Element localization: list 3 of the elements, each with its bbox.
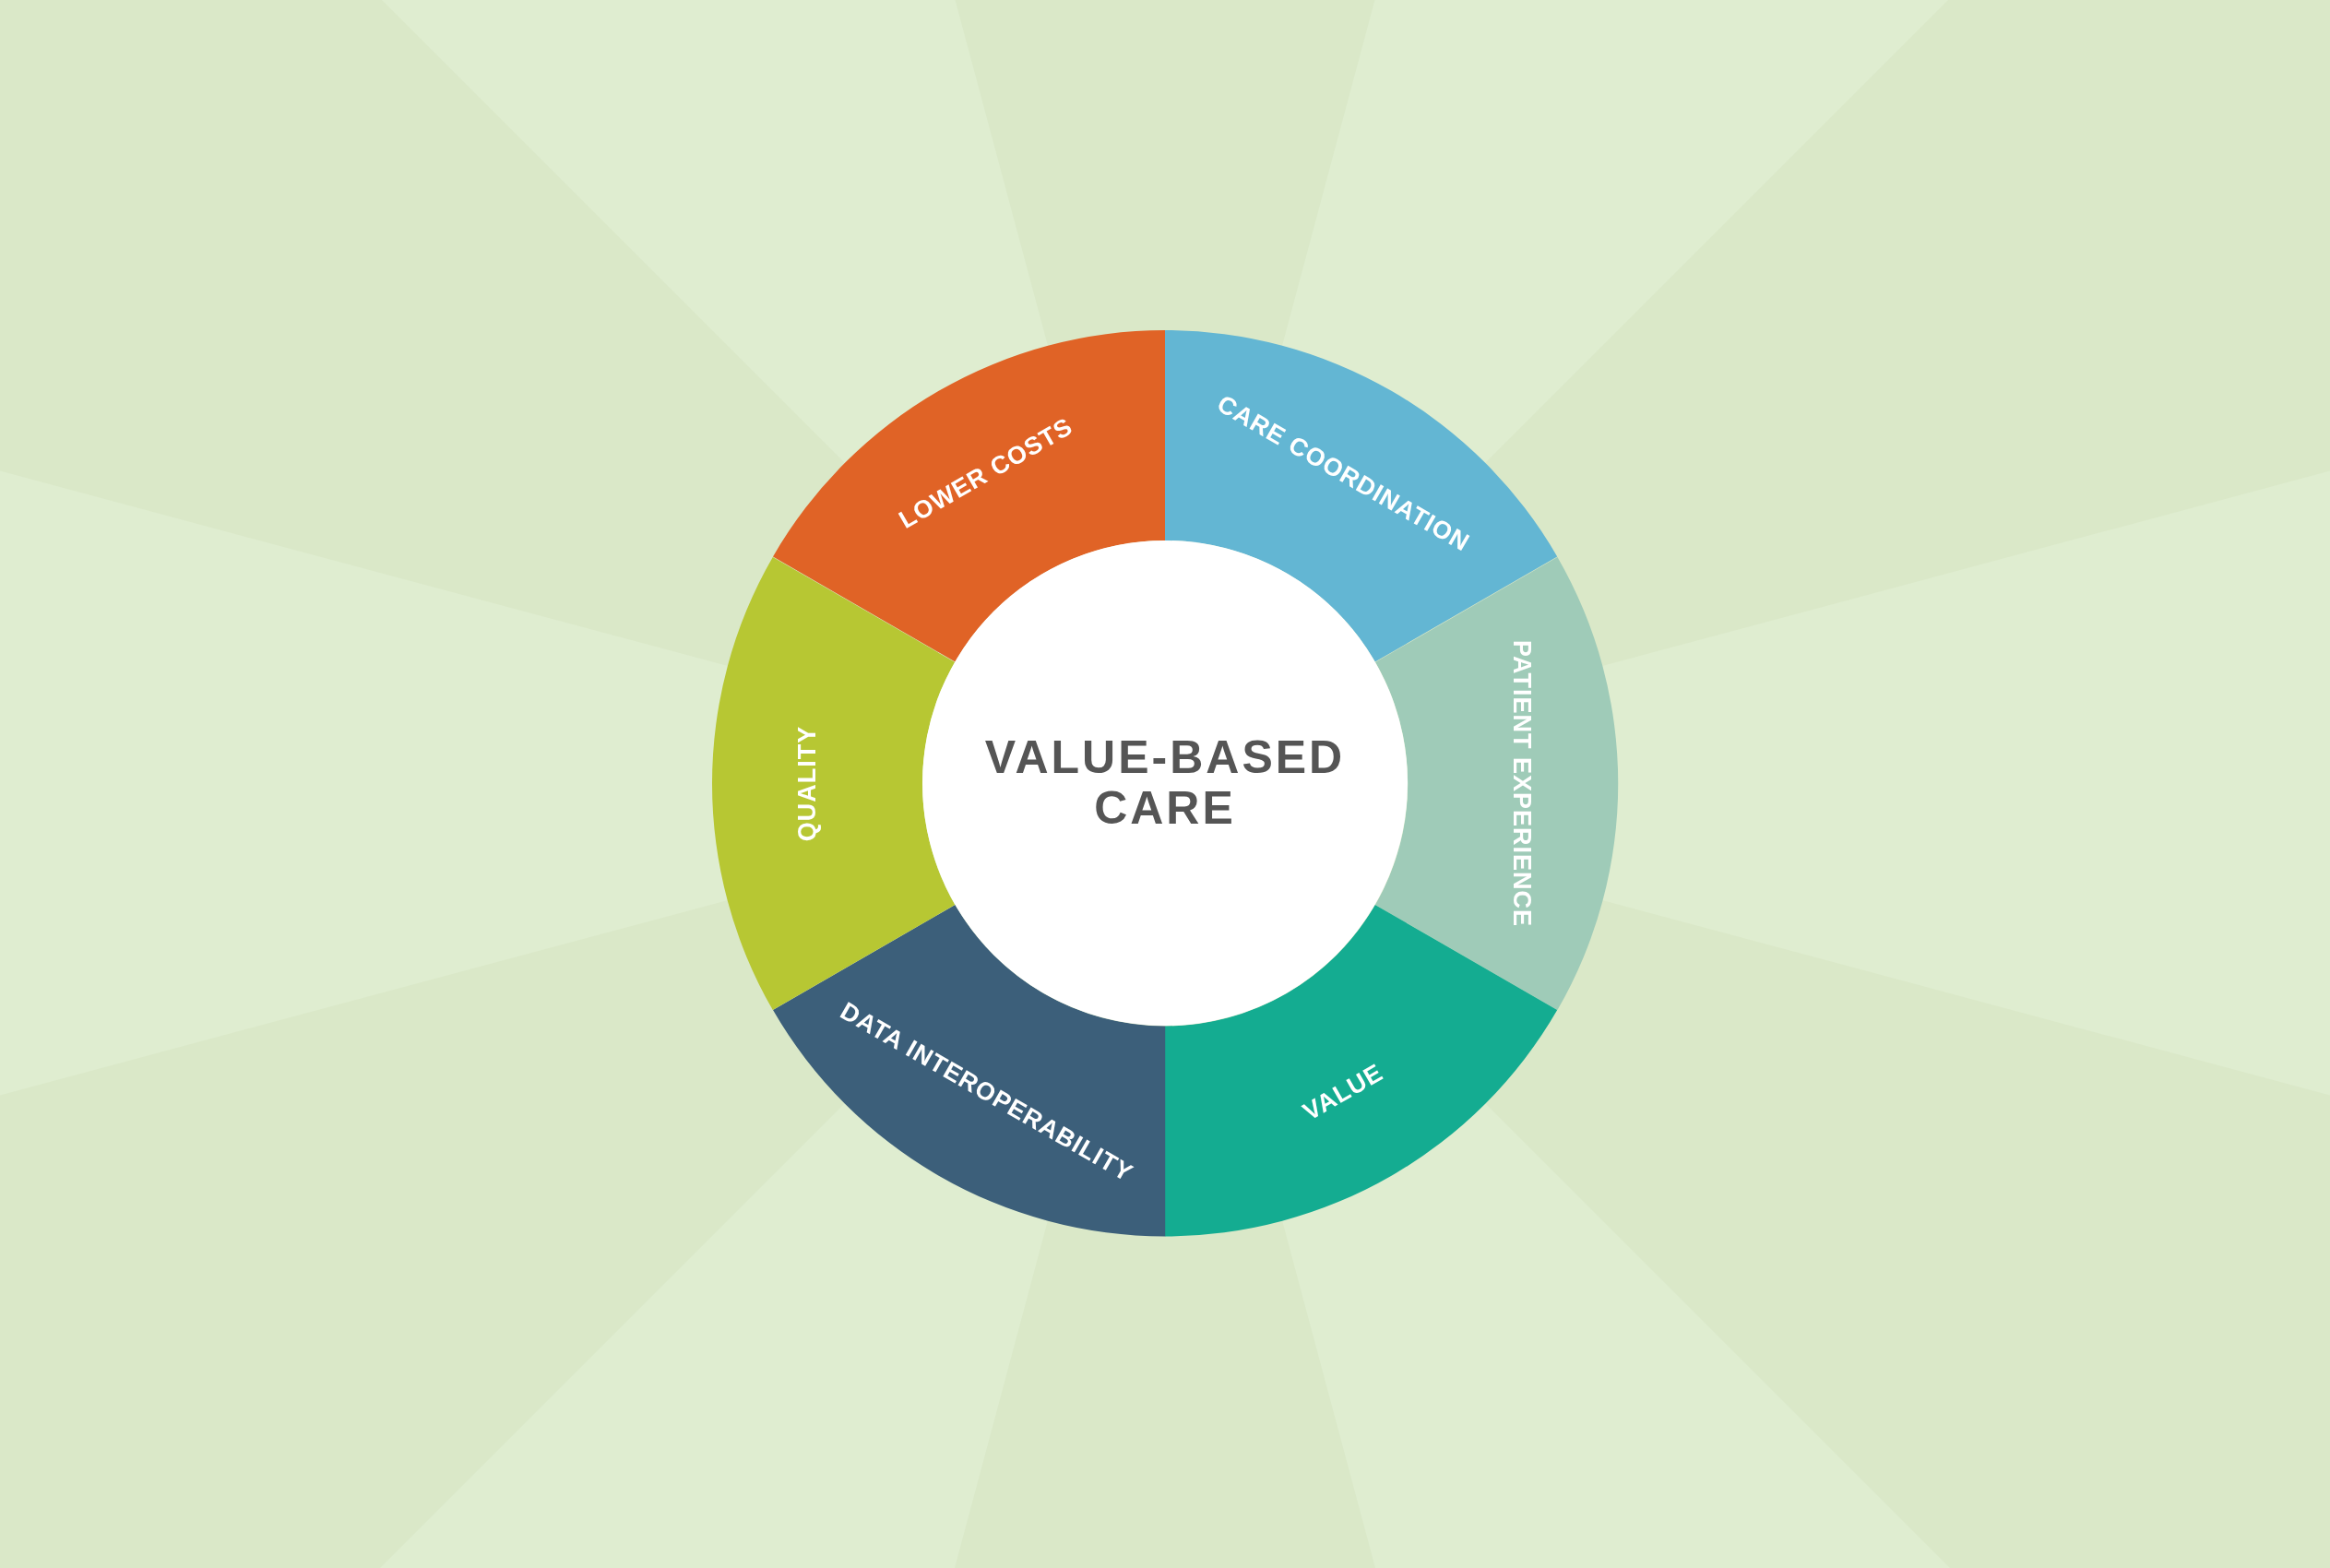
- segment-label: PATIENT EXPERIENCE: [1507, 639, 1537, 927]
- segment-label: QUALITY: [793, 725, 823, 841]
- center-title: VALUE-BASED CARE: [983, 732, 1347, 834]
